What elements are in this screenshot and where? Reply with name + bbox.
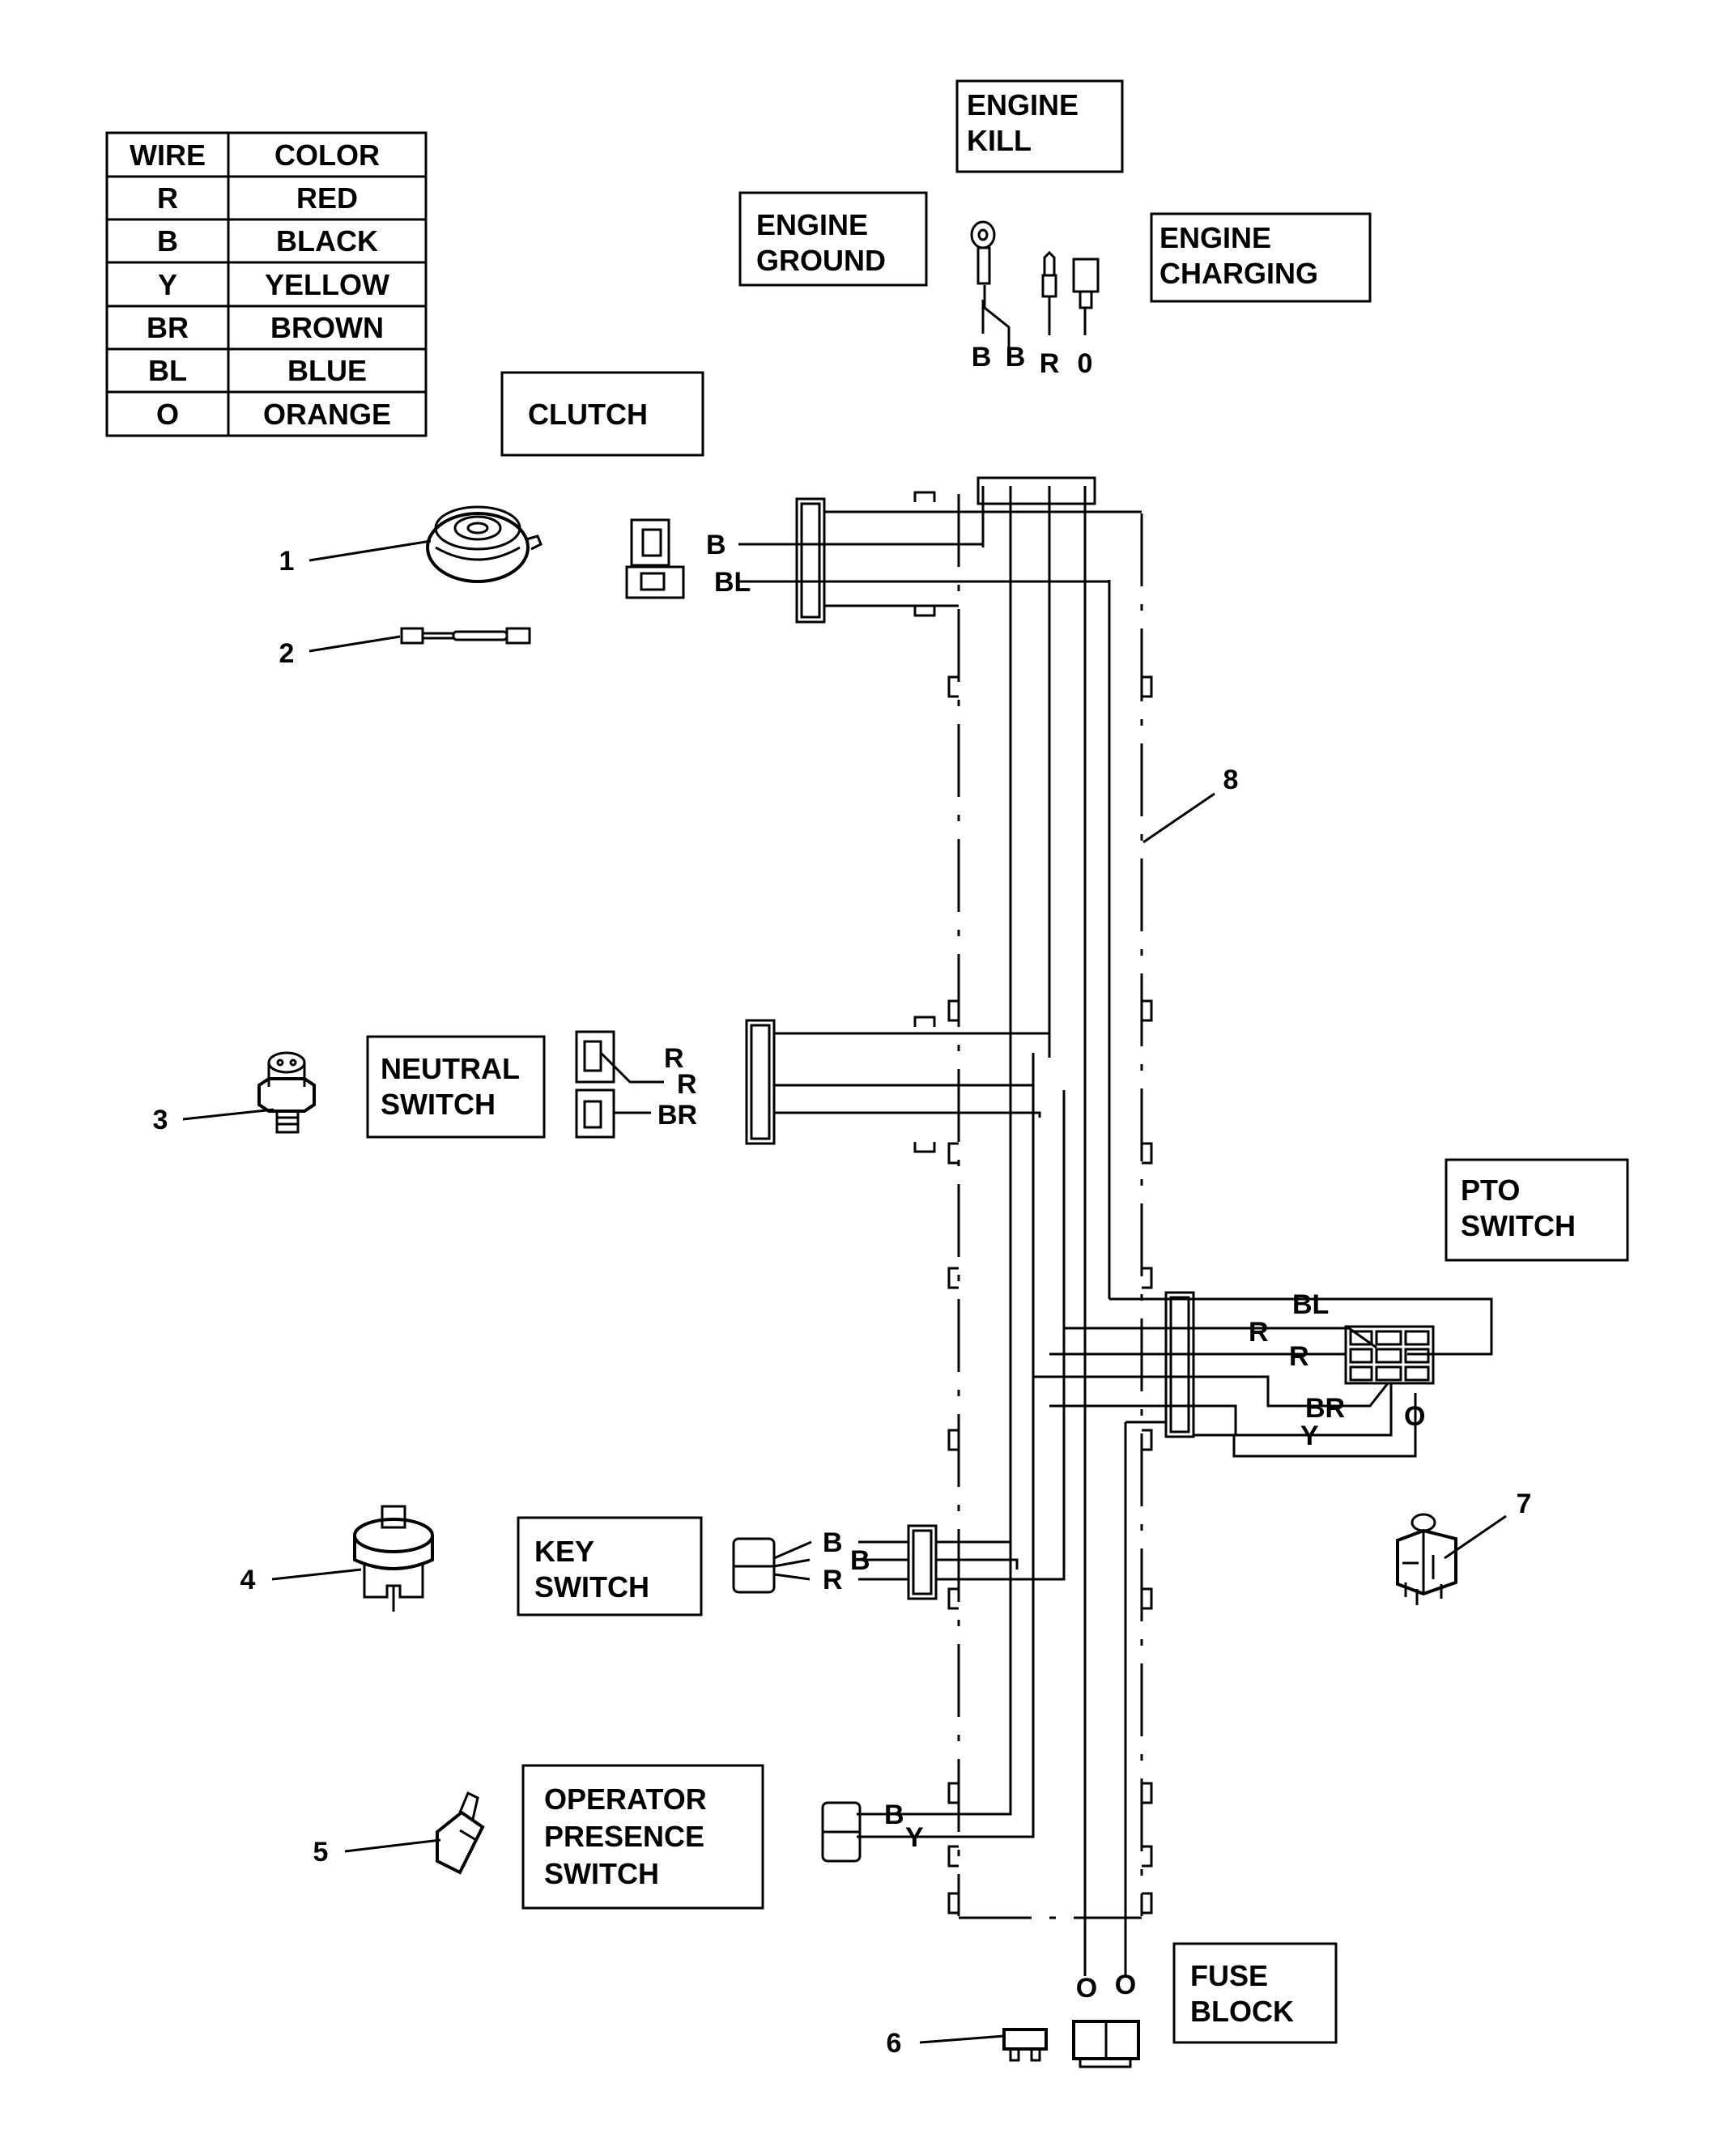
legend-color-name: YELLOW bbox=[265, 268, 389, 301]
callout-1: 1 bbox=[279, 546, 295, 577]
operator-switch-branch: B Y bbox=[821, 1800, 1035, 1863]
wire-label: B bbox=[972, 342, 992, 373]
callout-4: 4 bbox=[240, 1565, 256, 1595]
legend-wire-code: B bbox=[157, 224, 178, 258]
callout-6: 6 bbox=[887, 2028, 902, 2059]
key-switch-icon bbox=[353, 1505, 434, 1612]
legend-wire-code: R bbox=[157, 181, 178, 215]
clutch-branch: B BL bbox=[625, 486, 1142, 624]
neutral-switch-branch: R R BR bbox=[575, 1016, 1051, 1153]
engine-kill-line1: ENGINE bbox=[967, 88, 1079, 121]
clutch-line1: CLUTCH bbox=[528, 398, 648, 431]
wire-harness-outline bbox=[947, 494, 1153, 1919]
fuse-block-line2: BLOCK bbox=[1190, 1995, 1294, 2028]
wire-label: B bbox=[884, 1800, 904, 1830]
legend-color-name: BLACK bbox=[276, 224, 378, 258]
wire-label: B bbox=[823, 1527, 843, 1558]
harness-clamp bbox=[976, 476, 1096, 505]
legend-wire-code: Y bbox=[158, 268, 177, 301]
wire-label: O bbox=[1115, 1970, 1136, 2000]
operator-switch-line1: OPERATOR bbox=[544, 1783, 707, 1816]
wire-label: BL bbox=[1292, 1289, 1329, 1320]
wire-label: R bbox=[823, 1565, 843, 1595]
legend-color-name: BLUE bbox=[287, 354, 367, 387]
legend-wire-code: BR bbox=[147, 311, 189, 344]
label-operator-presence-switch: OPERATOR PRESENCE SWITCH bbox=[521, 1764, 764, 1910]
engine-charging-line2: CHARGING bbox=[1159, 257, 1318, 290]
engine-ground-line1: ENGINE bbox=[756, 208, 868, 241]
legend-wire-code: BL bbox=[148, 354, 187, 387]
callout-7: 7 bbox=[1517, 1489, 1532, 1519]
label-clutch: CLUTCH bbox=[500, 371, 704, 457]
wire-label: B bbox=[706, 530, 726, 560]
callout-5: 5 bbox=[313, 1837, 329, 1868]
operator-switch-line3: SWITCH bbox=[544, 1857, 659, 1890]
engine-charging-line1: ENGINE bbox=[1159, 221, 1271, 254]
fuse-block-line1: FUSE bbox=[1190, 1959, 1268, 1992]
callout-2: 2 bbox=[279, 638, 295, 669]
legend-color-name: BROWN bbox=[270, 311, 384, 344]
label-neutral-switch: NEUTRAL SWITCH bbox=[366, 1035, 546, 1139]
wire-label: B bbox=[850, 1545, 870, 1576]
fuse-block-connection: O O bbox=[1072, 1970, 1140, 2068]
wire-label: R bbox=[677, 1069, 697, 1100]
legend-wire-code: O bbox=[156, 398, 179, 431]
wire-label: BR bbox=[657, 1100, 697, 1131]
wire-label: BL bbox=[714, 567, 751, 598]
neutral-switch-line2: SWITCH bbox=[381, 1088, 496, 1121]
neutral-switch-line1: NEUTRAL bbox=[381, 1052, 520, 1085]
key-switch-branch: B B R bbox=[732, 1524, 1066, 1600]
operator-switch-icon bbox=[436, 1791, 485, 1875]
label-engine-charging: ENGINE CHARGING bbox=[1150, 212, 1372, 303]
label-key-switch: KEY SWITCH bbox=[517, 1516, 703, 1616]
engine-kill-line2: KILL bbox=[967, 124, 1032, 157]
harness-trunk-wires bbox=[981, 486, 1127, 1976]
wire-label: R bbox=[1040, 348, 1060, 379]
label-pto-switch: PTO SWITCH bbox=[1445, 1158, 1629, 1262]
legend-header-color: COLOR bbox=[274, 138, 380, 172]
callout-3: 3 bbox=[153, 1105, 168, 1135]
wire-label: R bbox=[1289, 1341, 1309, 1372]
engine-terminals bbox=[970, 220, 1100, 309]
pto-switch-line1: PTO bbox=[1461, 1173, 1520, 1207]
wire-label: Y bbox=[1300, 1421, 1319, 1451]
wire-label: R bbox=[664, 1043, 684, 1074]
callouts: 1 2 3 4 5 6 7 8 bbox=[153, 539, 1532, 2059]
engine-ground-line2: GROUND bbox=[756, 244, 886, 277]
label-engine-kill: ENGINE KILL bbox=[955, 79, 1124, 173]
wire-label: Y bbox=[905, 1822, 924, 1853]
legend-header-wire: WIRE bbox=[130, 138, 206, 172]
wire-label: R bbox=[1249, 1317, 1269, 1348]
operator-switch-line2: PRESENCE bbox=[544, 1820, 704, 1853]
label-engine-ground: ENGINE GROUND bbox=[738, 191, 928, 287]
fuse-link-icon bbox=[400, 627, 531, 645]
clutch-icon bbox=[426, 505, 542, 583]
pto-switch-line2: SWITCH bbox=[1461, 1209, 1576, 1242]
wire-label: 0 bbox=[1078, 348, 1093, 379]
pto-switch-branch: BL R R BR Y O bbox=[1033, 1289, 1493, 1458]
wire-label: O bbox=[1404, 1401, 1425, 1432]
wire-label: BR bbox=[1305, 1393, 1345, 1424]
neutral-switch-icon bbox=[257, 1051, 316, 1134]
legend-color-name: ORANGE bbox=[263, 398, 391, 431]
key-switch-line2: SWITCH bbox=[534, 1570, 649, 1604]
pto-switch-icon bbox=[1396, 1513, 1457, 1605]
wire-label: B bbox=[1006, 342, 1026, 373]
fuse-icon bbox=[1002, 2028, 1048, 2062]
wire-color-legend: WIRE COLOR R RED B BLACK Y YELLOW BR BRO… bbox=[105, 131, 428, 437]
legend-color-name: RED bbox=[296, 181, 358, 215]
label-fuse-block: FUSE BLOCK bbox=[1172, 1942, 1338, 2044]
callout-8: 8 bbox=[1223, 765, 1239, 795]
engine-wires-top: B B R 0 bbox=[972, 285, 1093, 379]
wire-label: O bbox=[1076, 1973, 1097, 2004]
key-switch-line1: KEY bbox=[534, 1535, 594, 1568]
